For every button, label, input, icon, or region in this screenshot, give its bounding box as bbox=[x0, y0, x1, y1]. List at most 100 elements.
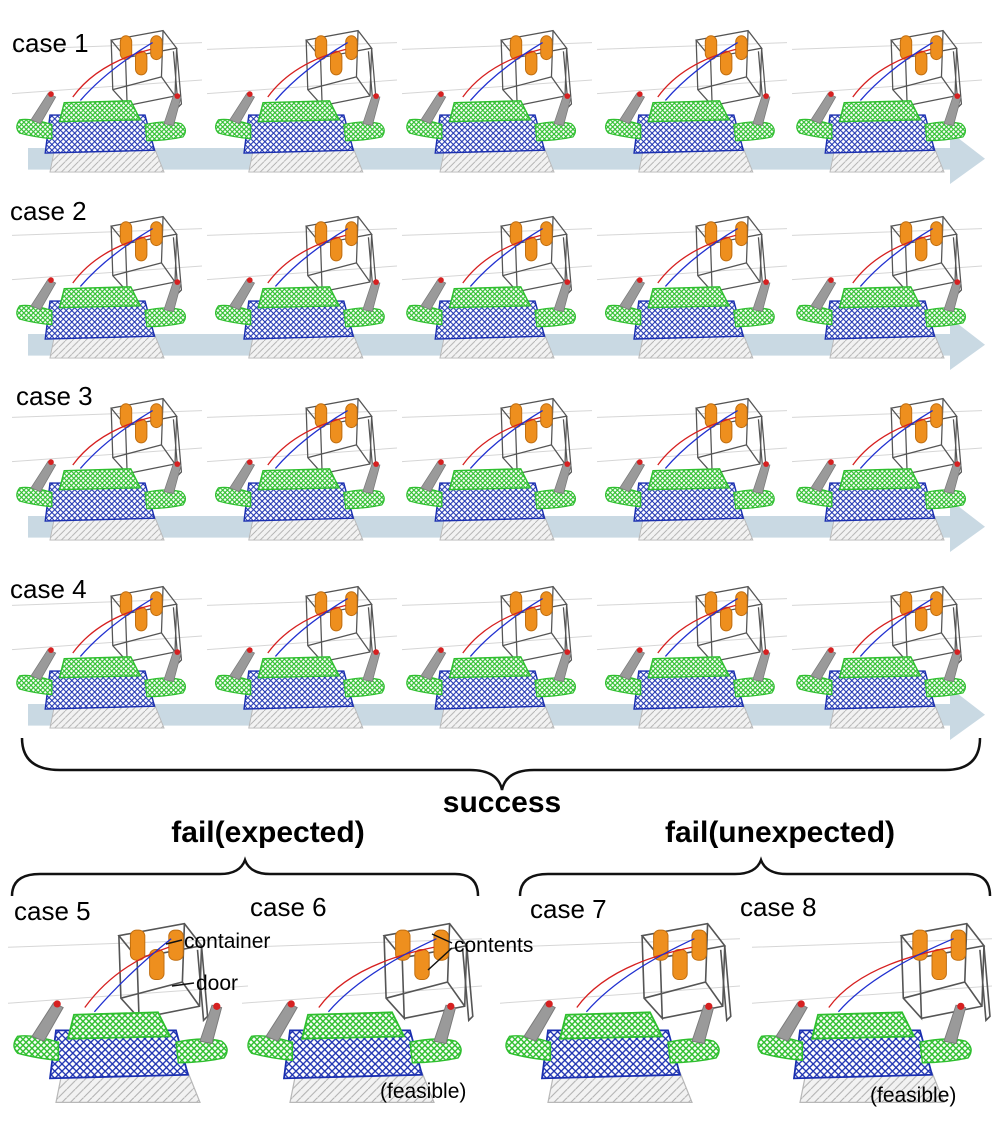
floor-lines bbox=[11, 228, 203, 281]
trajectory-blue bbox=[469, 228, 543, 287]
row-2-frame-3 bbox=[401, 215, 593, 359]
fail-panels bbox=[7, 922, 993, 1104]
trajectory-red bbox=[267, 234, 346, 284]
trajectory-red bbox=[72, 604, 151, 654]
row-2-frame-1 bbox=[11, 215, 203, 359]
content-object bbox=[345, 221, 358, 247]
trajectory-blue bbox=[327, 938, 437, 1013]
content-object bbox=[345, 35, 358, 61]
floor-lines bbox=[206, 598, 398, 651]
fail-unexpected-brace bbox=[518, 856, 992, 897]
content-object bbox=[330, 418, 343, 444]
content-object bbox=[525, 418, 538, 444]
trajectory-red bbox=[72, 234, 151, 284]
trajectory-blue bbox=[664, 42, 738, 101]
content-object bbox=[135, 418, 148, 444]
content-object bbox=[930, 221, 943, 247]
content-object bbox=[672, 948, 688, 981]
content-object bbox=[930, 403, 943, 429]
contents-pointer-2 bbox=[427, 947, 453, 971]
door-annotation: door bbox=[196, 972, 238, 995]
robot bbox=[505, 999, 721, 1104]
trajectory-blue bbox=[79, 598, 153, 657]
content-object bbox=[150, 35, 163, 61]
trajectory-red bbox=[72, 48, 151, 98]
row-4-frame-5 bbox=[791, 585, 983, 729]
content-object bbox=[135, 236, 148, 262]
floor-lines bbox=[791, 42, 983, 95]
content-object bbox=[525, 50, 538, 76]
content-object bbox=[720, 50, 733, 76]
fail-unexpected-label: fail(unexpected) bbox=[665, 816, 895, 849]
content-object bbox=[540, 591, 553, 617]
fail-case-6-scene bbox=[241, 922, 483, 1104]
fail-expected-label: fail(expected) bbox=[171, 816, 364, 849]
content-object bbox=[525, 236, 538, 262]
case-4-label: case 4 bbox=[10, 574, 87, 604]
trajectory-red bbox=[852, 234, 931, 284]
floor-lines bbox=[401, 410, 593, 463]
content-object bbox=[915, 236, 928, 262]
trajectory-blue bbox=[859, 410, 933, 469]
floor-lines bbox=[11, 42, 203, 95]
content-object bbox=[540, 35, 553, 61]
trajectory-blue bbox=[274, 42, 348, 101]
floor-lines bbox=[401, 228, 593, 281]
trajectory-blue bbox=[859, 228, 933, 287]
case-6-note: (feasible) bbox=[380, 1080, 466, 1103]
row-3-frame-2 bbox=[206, 397, 398, 541]
content-object bbox=[915, 418, 928, 444]
case-3-label: case 3 bbox=[16, 381, 93, 411]
fail-expected-brace bbox=[10, 856, 480, 897]
trajectory-blue bbox=[664, 410, 738, 469]
content-object bbox=[345, 591, 358, 617]
content-object bbox=[930, 35, 943, 61]
row-2-frame-2 bbox=[206, 215, 398, 359]
trajectory-blue bbox=[664, 228, 738, 287]
content-object bbox=[735, 221, 748, 247]
trajectory-red bbox=[852, 604, 931, 654]
content-object bbox=[433, 929, 449, 961]
row-3-frame-1 bbox=[11, 397, 203, 541]
trajectory-red bbox=[84, 946, 170, 1008]
content-object bbox=[345, 403, 358, 429]
trajectory-red bbox=[72, 416, 151, 466]
row-3-frame-3 bbox=[401, 397, 593, 541]
container-annotation: container bbox=[184, 930, 270, 953]
floor-lines bbox=[401, 42, 593, 95]
trajectory-blue bbox=[274, 228, 348, 287]
floor-lines bbox=[596, 42, 788, 95]
content-object bbox=[915, 606, 928, 632]
row-1-frame-3 bbox=[401, 29, 593, 173]
trajectory-red bbox=[462, 604, 541, 654]
floor-lines bbox=[11, 410, 203, 463]
content-object bbox=[135, 606, 148, 632]
fail-case-7-scene bbox=[499, 922, 741, 1104]
trajectory-red bbox=[828, 946, 952, 1008]
row-4-frame-3 bbox=[401, 585, 593, 729]
case-6-label: case 6 bbox=[250, 892, 327, 922]
row-2-frame-4 bbox=[596, 215, 788, 359]
trajectory-red bbox=[462, 48, 541, 98]
trajectory-red bbox=[852, 48, 931, 98]
trajectory-blue bbox=[585, 938, 695, 1013]
success-brace bbox=[20, 737, 982, 791]
content-object bbox=[525, 606, 538, 632]
trajectory-blue bbox=[79, 42, 153, 101]
floor-lines bbox=[791, 598, 983, 651]
container-pointer bbox=[165, 939, 183, 945]
trajectory-blue bbox=[859, 42, 933, 101]
fail-case-8-scene bbox=[751, 922, 993, 1104]
content-object bbox=[330, 236, 343, 262]
floor-lines bbox=[206, 42, 398, 95]
floor-lines bbox=[596, 598, 788, 651]
floor-lines bbox=[401, 598, 593, 651]
fail-case-5-scene bbox=[7, 922, 249, 1104]
row-3-frame-4 bbox=[596, 397, 788, 541]
trajectory-blue bbox=[859, 598, 933, 657]
floor-lines bbox=[596, 228, 788, 281]
row-4-frame-2 bbox=[206, 585, 398, 729]
floor-lines bbox=[596, 410, 788, 463]
content-object bbox=[414, 948, 430, 981]
